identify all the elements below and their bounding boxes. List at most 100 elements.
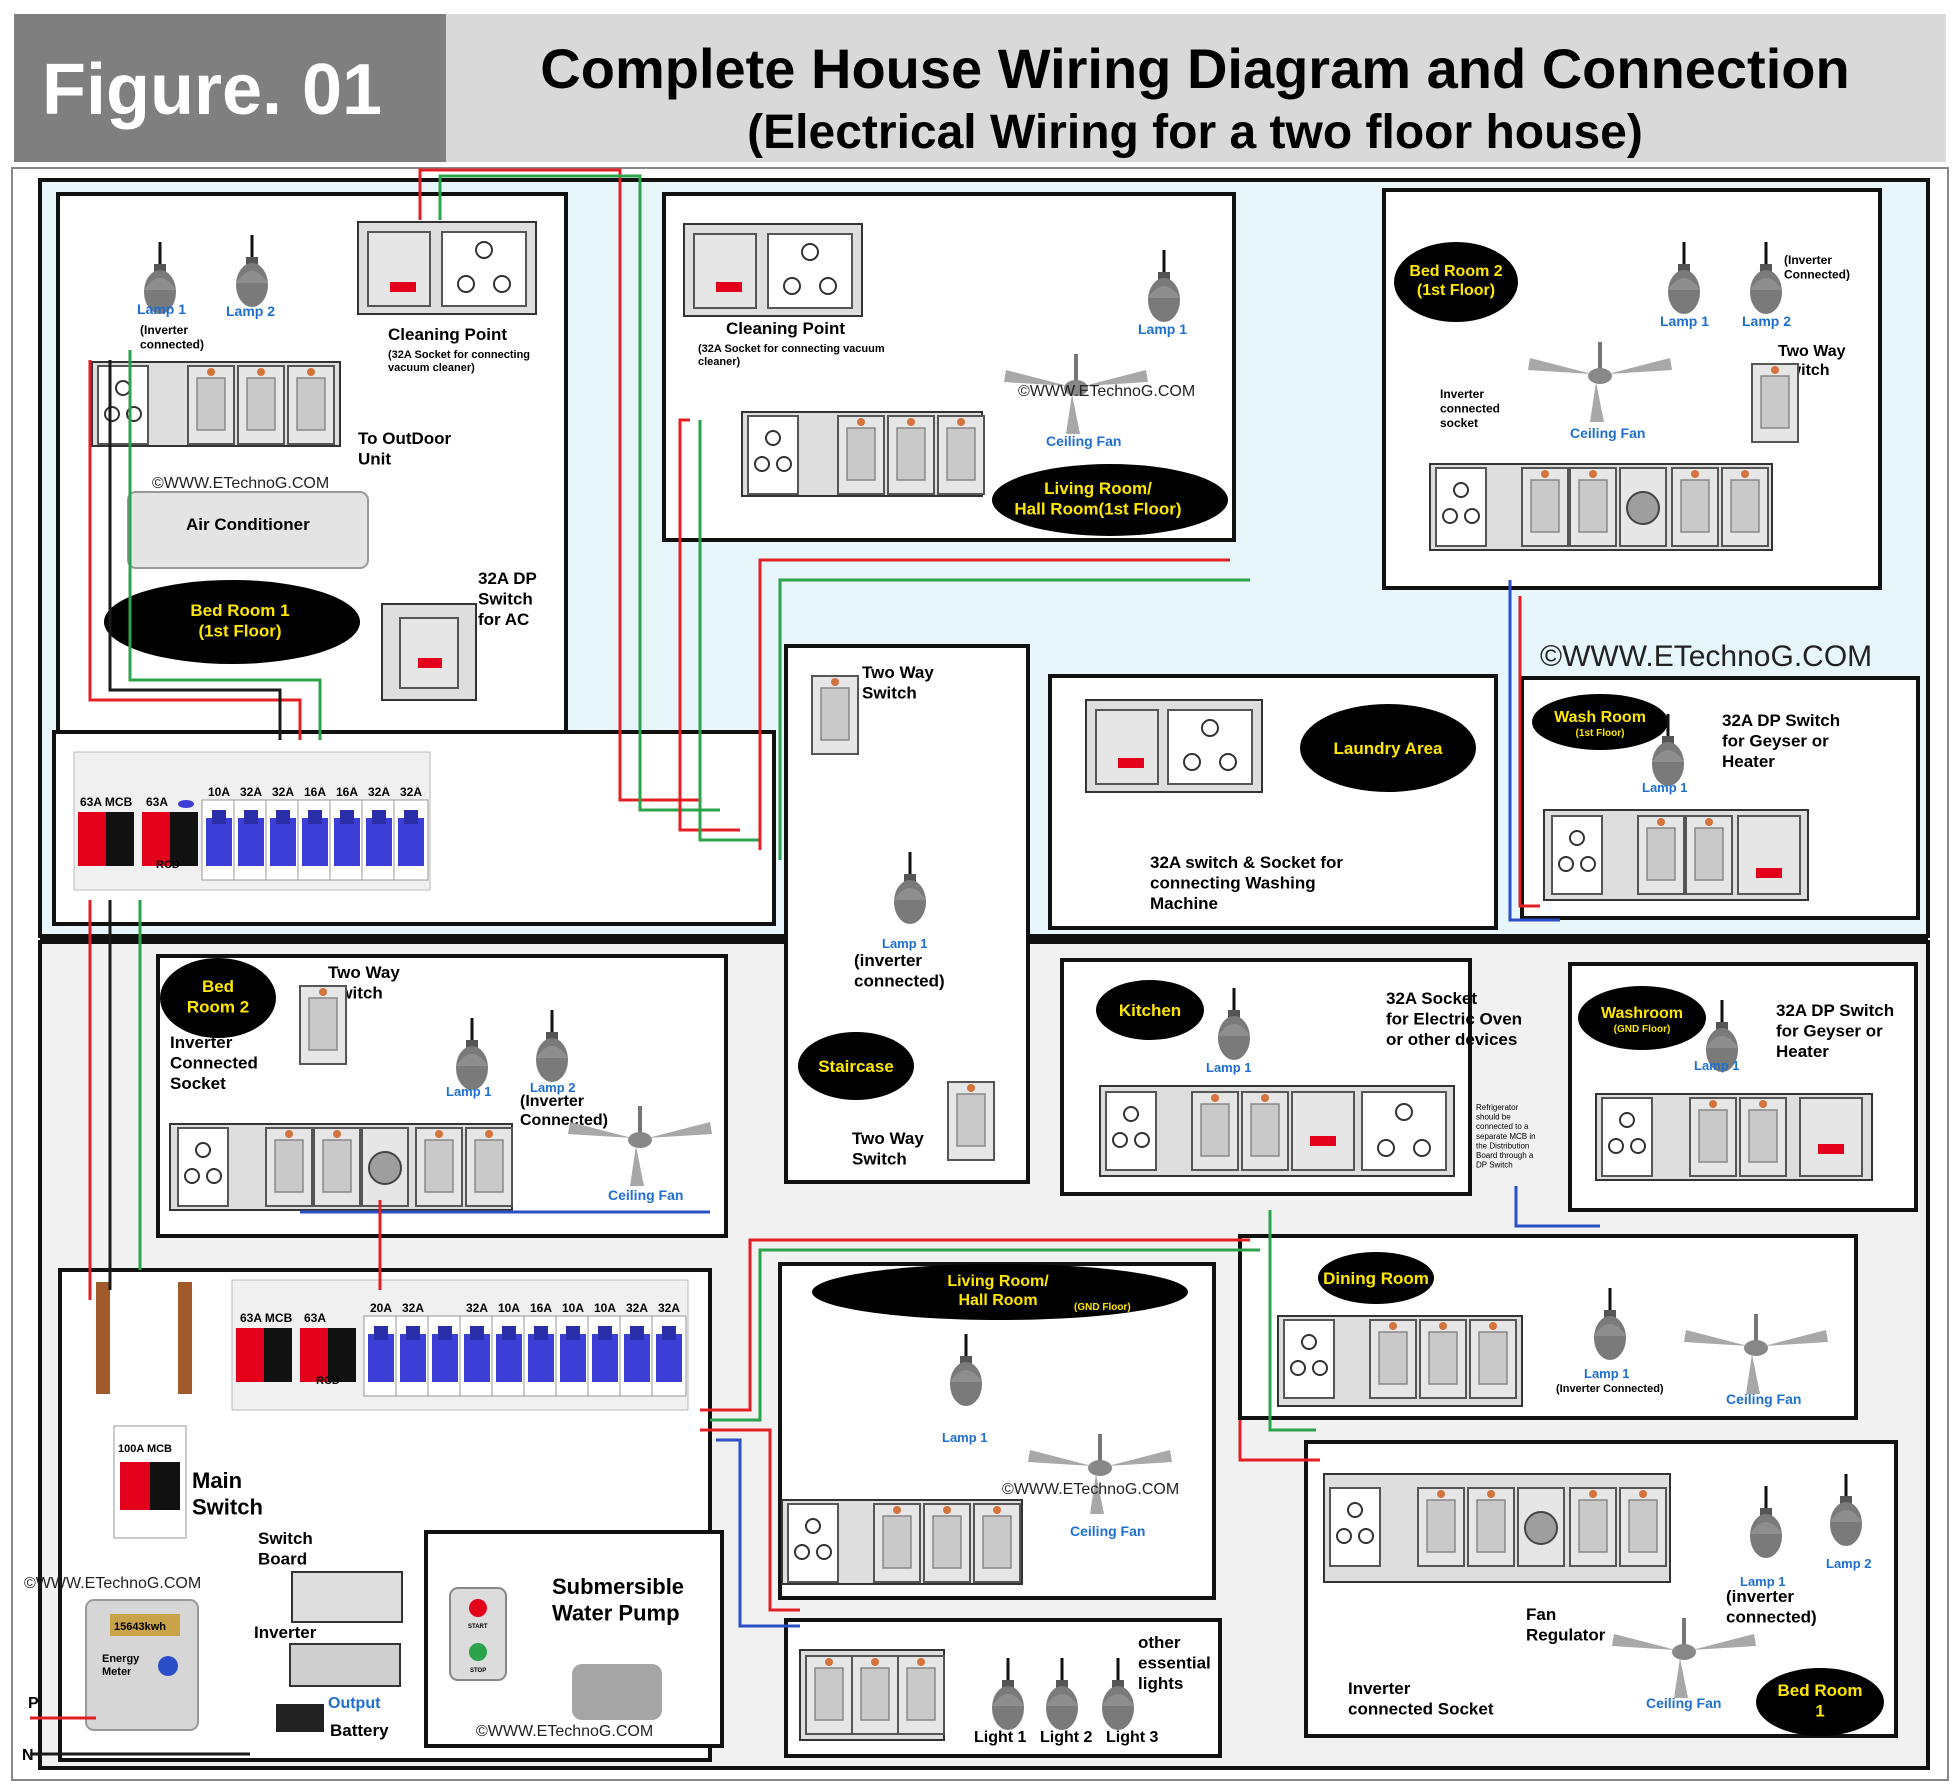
room-sub-wash-first: (1st Floor) <box>1576 728 1625 739</box>
mcb-breaker: 10A <box>555 1301 591 1397</box>
watermark-5: ©WWW.ETechnoG.COM <box>24 1575 201 1592</box>
lower-rcd-63a-label: 63A <box>304 1311 326 1325</box>
neutral-label: N <box>22 1747 34 1764</box>
mcb-rating-label: 32A <box>368 785 390 799</box>
cleaning-point-label: Cleaning Point <box>388 325 507 344</box>
watermark-2: ©WWW.ETechnoG.COM <box>1018 383 1195 400</box>
mcb-rating-label: 32A <box>400 785 422 799</box>
lamp-1-label-living: Lamp 1 <box>1138 321 1187 337</box>
washroom-ground-floor: Washroom (GND Floor) Lamp 1 32A DP Switc… <box>1568 962 1918 1212</box>
lamp-1-label-kitchen: Lamp 1 <box>1206 1060 1252 1075</box>
room-sub-living-gnd: (GND Floor) <box>1074 1302 1131 1313</box>
room-label-staircase: Staircase <box>818 1057 894 1076</box>
mcb-rating-label: 10A <box>562 1301 584 1315</box>
living-room-first-floor: Cleaning Point (32A Socket for connectin… <box>662 192 1236 542</box>
cleaning-point-label-2: Cleaning Point <box>726 319 845 338</box>
page-title: Complete House Wiring Diagram and Connec… <box>540 37 1849 100</box>
meter-reading: 15643kwh <box>114 1621 166 1633</box>
lamp-1-label-bed1-gnd: Lamp 1 <box>1740 1574 1786 1589</box>
page-subtitle: (Electrical Wiring for a two floor house… <box>747 106 1643 159</box>
mcb-rating-label: 32A <box>240 785 262 799</box>
light-3-label: Light 3 <box>1106 1729 1159 1746</box>
lamp-1-label-wash: Lamp 1 <box>1642 780 1688 795</box>
mcb-rating-label: 16A <box>530 1301 552 1315</box>
dining-room: Dining Room Lamp 1 (Inverter Connected) … <box>1238 1234 1858 1420</box>
mcb-rating-label: 10A <box>594 1301 616 1315</box>
room-label-dining: Dining Room <box>1323 1269 1429 1288</box>
watermark-3: ©WWW.ETechnoG.COM <box>1540 640 1872 673</box>
ceiling-fan-label-3: Ceiling Fan <box>608 1187 683 1203</box>
living-room-ground-floor: Living Room/Hall Room (GND Floor) Lamp 1… <box>778 1262 1216 1600</box>
lamp-1-label-washroom: Lamp 1 <box>1694 1058 1740 1073</box>
title-box <box>446 14 1946 162</box>
mcb-breaker: 32A <box>233 785 269 881</box>
ceiling-fan-label-4: Ceiling Fan <box>1726 1391 1801 1407</box>
pump-start-label: START <box>468 1624 488 1630</box>
lamp-1-label-stair: Lamp 1 <box>882 936 928 951</box>
air-conditioner-label: Air Conditioner <box>186 515 310 534</box>
figure-label-box <box>14 14 446 162</box>
lamp-1-label-bed2-gnd: Lamp 1 <box>446 1084 492 1099</box>
mcb-breaker: 32A <box>361 785 397 881</box>
mcb-rating-label: 10A <box>498 1301 520 1315</box>
upper-rcd-label: RCD <box>156 859 180 871</box>
mcb-breaker: 16A <box>297 785 333 881</box>
mcb-rating-label: 32A <box>402 1301 424 1315</box>
mcb-rating-label: 32A <box>272 785 294 799</box>
mcb-breaker: 32A <box>393 785 429 881</box>
lamp-2-label-bed2: Lamp 2 <box>1742 313 1791 329</box>
air-conditioner <box>127 491 369 569</box>
lamp-2-label-bed1-gnd: Lamp 2 <box>1826 1556 1872 1571</box>
figure-label: Figure. 01 <box>42 50 382 130</box>
room-label-wash-first: Wash Room <box>1554 709 1646 726</box>
mcb-rating-label: 10A <box>208 785 230 799</box>
light-2-label: Light 2 <box>1040 1729 1093 1746</box>
mcb-rating-label: 16A <box>304 785 326 799</box>
bed-room-2-first-floor: Bed Room 2(1st Floor) Lamp 1 Lamp 2 (Inv… <box>1382 188 1882 590</box>
inverter-note-dining: (Inverter Connected) <box>1556 1383 1664 1395</box>
mcb-rating-label: 32A <box>626 1301 648 1315</box>
mcb-breaker <box>427 1315 463 1397</box>
room-label-bed1-first: Bed Room 1(1st Floor) <box>190 601 289 640</box>
main-mcb-label: 100A MCB <box>118 1443 172 1455</box>
room-label-washroom-gnd: Washroom <box>1601 1005 1683 1022</box>
ceiling-fan-label-5: Ceiling Fan <box>1070 1523 1145 1539</box>
mcb-breaker: 10A <box>587 1301 623 1397</box>
watermark-1: ©WWW.ETechnoG.COM <box>152 475 329 492</box>
room-label-bed2-first: Bed Room 2(1st Floor) <box>1409 263 1502 299</box>
lamp-1-label-dining: Lamp 1 <box>1584 1366 1630 1381</box>
pump-stop-label: STOP <box>470 1668 486 1674</box>
room-label-kitchen: Kitchen <box>1119 1001 1181 1020</box>
inverter-output-label: Output <box>328 1695 381 1712</box>
mcb-rating-label: 32A <box>658 1301 680 1315</box>
mcb-breaker: 32A <box>651 1301 687 1397</box>
phase-label: P <box>28 1695 39 1712</box>
lamp-1-label: Lamp 1 <box>137 301 186 317</box>
